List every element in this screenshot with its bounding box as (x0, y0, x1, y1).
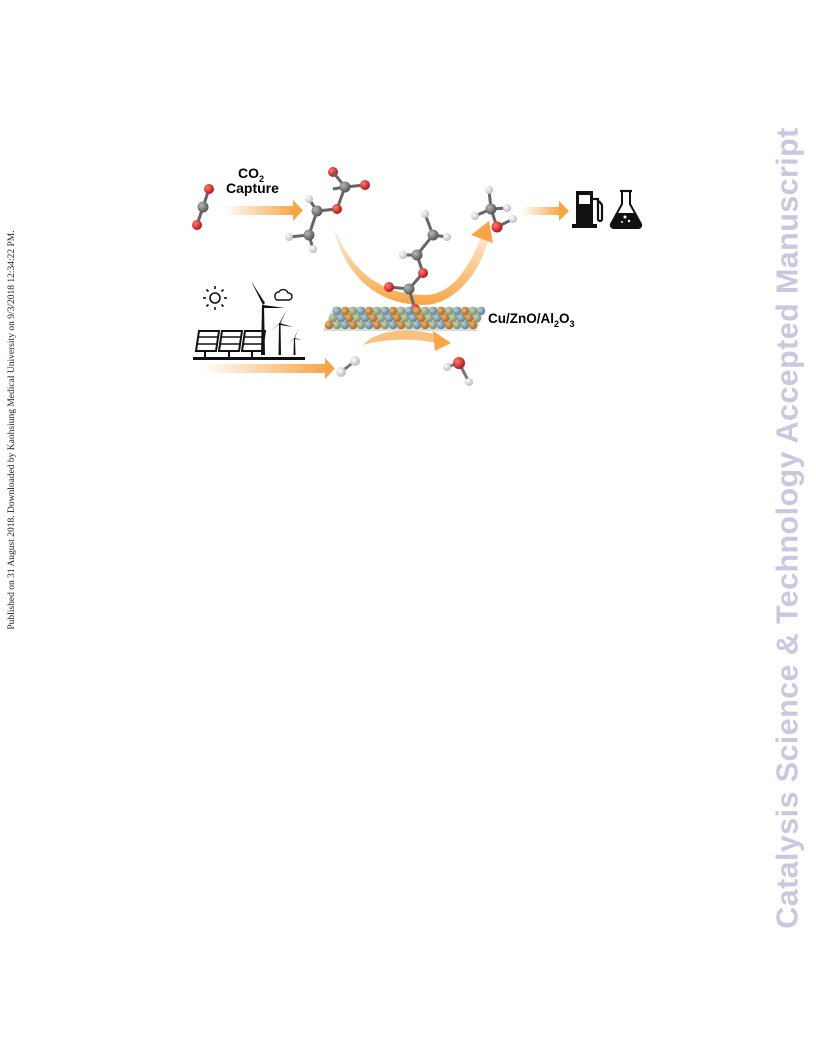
watermark-text: Catalysis Science & Technology Accepted … (770, 126, 805, 929)
catalyst-label: Cu/ZnO/Al2O3 (488, 311, 575, 329)
wind-turbine-icon (251, 281, 302, 355)
fuel-arrow (521, 201, 569, 221)
sun-icon (203, 286, 227, 310)
h2-molecule (336, 356, 360, 377)
hydrogen-arrow (201, 358, 335, 379)
co2-label: CO2 (238, 165, 264, 184)
co2-molecule (192, 184, 214, 230)
fuel-pump-icon (572, 191, 604, 228)
capture-label: Capture (226, 180, 279, 196)
capture-arrow (223, 200, 303, 221)
water-molecule (443, 357, 473, 386)
adsorbed-intermediate (384, 210, 451, 314)
ground-line (193, 357, 305, 360)
carbonate-molecule (285, 167, 370, 253)
water-arrow (363, 330, 451, 351)
catalyst-surface (323, 306, 486, 331)
manuscript-watermark: Catalysis Science & Technology Accepted … (768, 126, 808, 929)
cloud-icon (274, 288, 293, 301)
publication-note: Published on 31 August 2018. Downloaded … (4, 200, 20, 660)
flask-icon (609, 189, 643, 229)
solar-panel-icon (194, 330, 267, 358)
methanol-molecule (471, 186, 517, 233)
publication-note-text: Published on 31 August 2018. Downloaded … (7, 230, 17, 630)
toc-graphic-svg: CO2 Capture Cu/ZnO/Al2O3 (192, 165, 643, 386)
toc-graphic: CO2 Capture Cu/ZnO/Al2O3 (185, 155, 645, 395)
reaction-arrow (333, 221, 493, 305)
